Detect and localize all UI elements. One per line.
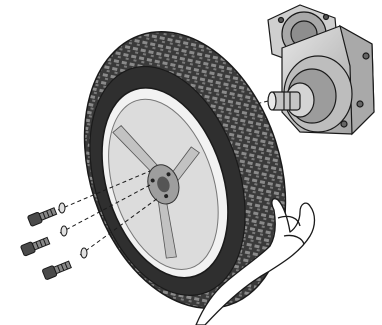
bolt: [27, 206, 57, 227]
washer: [59, 203, 65, 213]
bolts: [20, 206, 72, 280]
bolt: [20, 236, 50, 257]
washers: [59, 203, 87, 258]
washer: [61, 226, 67, 236]
bolt: [42, 259, 72, 280]
gearbox-motor: [268, 5, 374, 134]
washer: [81, 248, 87, 258]
